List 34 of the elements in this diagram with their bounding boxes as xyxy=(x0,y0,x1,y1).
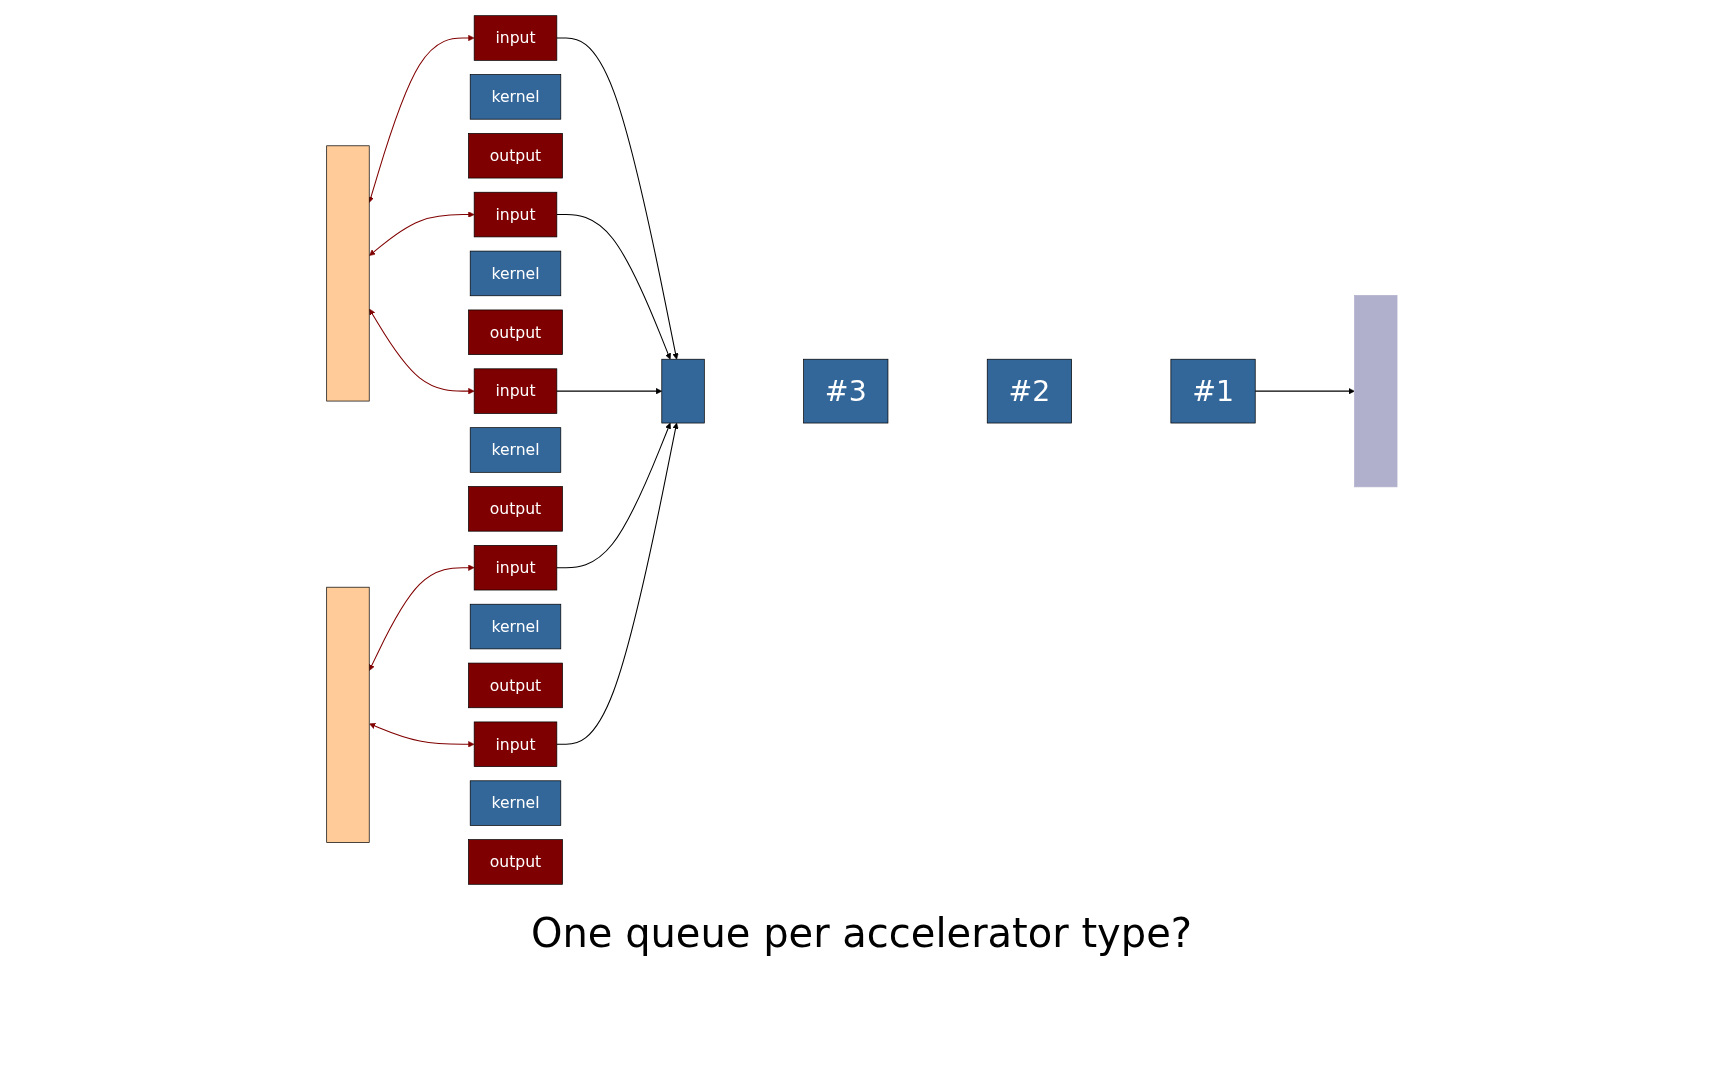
arrow xyxy=(555,37,679,360)
node-box: kernel xyxy=(469,603,561,650)
arrow xyxy=(555,422,671,569)
node-box: kernel xyxy=(469,250,561,297)
node-box: output xyxy=(467,839,563,885)
arrow xyxy=(367,34,475,203)
node-box: output xyxy=(467,662,563,709)
node-box xyxy=(661,358,705,424)
node-box: output xyxy=(467,133,563,179)
arrow xyxy=(368,564,475,671)
node-bar xyxy=(1353,295,1398,488)
node-box: kernel xyxy=(469,74,561,120)
node-box: #3 xyxy=(802,358,888,424)
node-box: kernel xyxy=(469,780,561,826)
arrow xyxy=(555,388,662,395)
node-bar xyxy=(325,586,370,843)
arrow xyxy=(555,422,679,745)
node-bar xyxy=(325,145,370,402)
arrow xyxy=(368,211,475,256)
node-box: output xyxy=(467,309,563,355)
arrow xyxy=(368,308,475,395)
node-box: input xyxy=(473,191,557,238)
node-box: input xyxy=(473,721,557,767)
node-box: #2 xyxy=(986,358,1072,424)
note-text: One queue per accelerator type? xyxy=(529,910,1193,956)
arrow xyxy=(368,723,475,748)
node-box: input xyxy=(473,545,557,591)
node-box: kernel xyxy=(469,427,561,473)
node-box: #1 xyxy=(1170,358,1256,424)
arrow xyxy=(1254,388,1355,395)
node-box: output xyxy=(467,486,563,532)
node-box: input xyxy=(473,15,557,61)
node-box: input xyxy=(473,368,557,414)
arrow xyxy=(555,214,671,360)
